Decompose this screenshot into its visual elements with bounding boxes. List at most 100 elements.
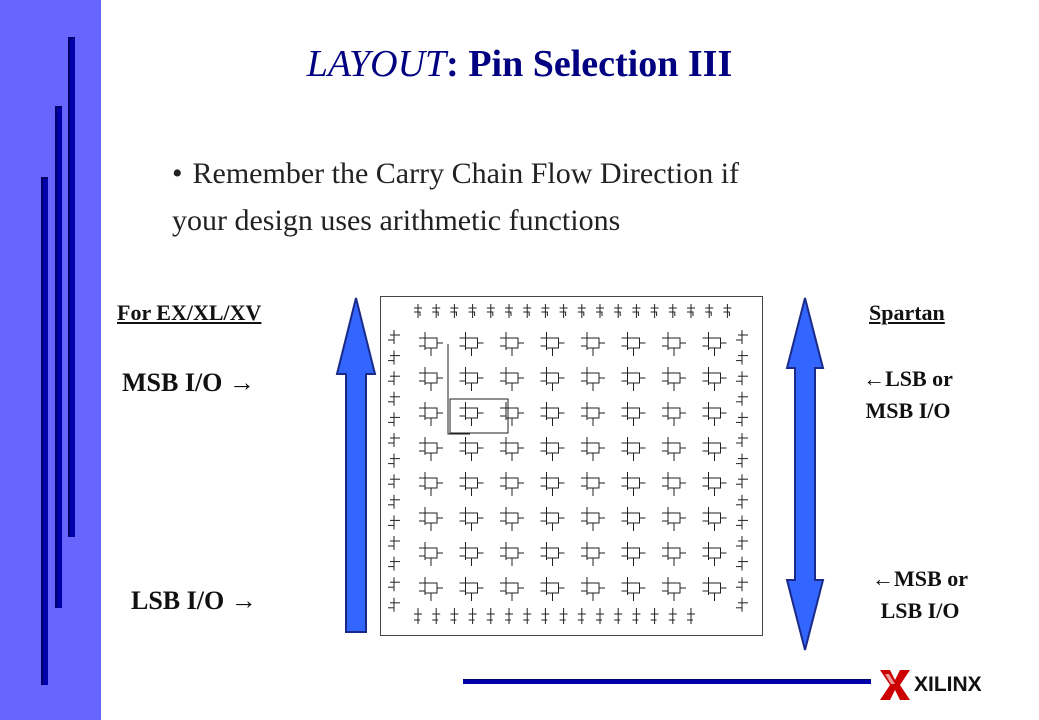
- clb-cell: [500, 402, 524, 426]
- iob-top: [614, 304, 623, 318]
- clb-cell: [419, 472, 443, 496]
- clb-cell: [621, 542, 646, 566]
- carry-chain-box: [449, 398, 509, 434]
- clb-cell: [581, 507, 605, 531]
- clb-cell: [540, 332, 565, 356]
- clb-cell: [540, 367, 565, 391]
- clb-cell: [581, 542, 605, 566]
- bullet-line-1: Remember the Carry Chain Flow Direction …: [192, 157, 740, 190]
- clb-cell: [500, 577, 524, 601]
- clb-cell: [702, 472, 727, 496]
- carry-chain-line: [447, 344, 470, 435]
- iob-left: [388, 350, 400, 365]
- up-arrow-icon: [335, 297, 377, 633]
- decorative-bar: [68, 37, 75, 537]
- clb-cell: [459, 507, 484, 531]
- iob-top: [687, 304, 695, 318]
- iob-left: [388, 597, 400, 612]
- clb-cell: [500, 507, 524, 531]
- iob-right: [736, 597, 748, 612]
- iob-top: [414, 304, 422, 318]
- clb-cell: [621, 437, 646, 461]
- clb-cell: [702, 507, 727, 531]
- clb-cell: [581, 402, 605, 426]
- chip-outline: [380, 296, 763, 636]
- clb-cell: [419, 332, 443, 356]
- bullet-point: • Remember the Carry Chain Flow Direction…: [172, 150, 932, 244]
- iob-right: [736, 494, 748, 509]
- clb-cell: [419, 437, 443, 461]
- iob-left: [388, 371, 400, 386]
- clb-cell: [662, 402, 686, 426]
- iob-top: [577, 304, 586, 318]
- iob-bottom: [486, 608, 495, 624]
- clb-cell: [500, 367, 524, 391]
- iob-bottom: [559, 608, 568, 624]
- left-arrow-icon: ←: [863, 366, 886, 391]
- iob-top: [596, 304, 604, 318]
- clb-cell: [500, 437, 524, 461]
- iob-top: [723, 304, 732, 318]
- clb-cell: [621, 507, 646, 531]
- iob-right: [736, 577, 748, 592]
- clb-cell: [581, 437, 605, 461]
- clb-cell: [459, 472, 484, 496]
- iob-right: [736, 433, 748, 447]
- left-panel-header: For EX/XL/XV: [117, 300, 262, 325]
- clb-cell: [581, 472, 605, 496]
- lsb-io-label-row: LSB I/O →: [131, 586, 257, 616]
- iob-right: [736, 474, 748, 489]
- iob-top: [705, 304, 714, 318]
- title-rest: : Pin Selection III: [446, 43, 733, 85]
- xilinx-logo-text: XILINX: [914, 673, 982, 696]
- right-arrow-icon: →: [230, 586, 257, 615]
- iob-top: [632, 304, 641, 318]
- right-top-line-1: LSB or: [885, 366, 953, 391]
- clb-cell: [662, 507, 686, 531]
- iob-right: [736, 412, 748, 427]
- iob-bottom: [577, 608, 586, 624]
- iob-bottom: [632, 608, 641, 624]
- decorative-bar: [55, 106, 62, 608]
- clb-cell: [581, 332, 605, 356]
- iob-left: [388, 453, 400, 468]
- right-top-line-2: MSB I/O: [865, 398, 951, 423]
- right-bottom-label: ←MSB or LSB I/O: [850, 566, 990, 624]
- iob-left: [388, 577, 400, 592]
- iob-bottom: [668, 608, 677, 624]
- iob-bottom: [614, 608, 623, 624]
- fpga-array-diagram: [380, 296, 763, 636]
- clb-cell: [419, 577, 443, 601]
- right-bottom-line-2: LSB I/O: [880, 598, 960, 623]
- lsb-io-label: LSB I/O: [131, 586, 225, 615]
- iob-bottom: [432, 608, 441, 624]
- iob-left: [388, 556, 400, 571]
- sidebar-band: [0, 0, 101, 720]
- iob-left: [388, 536, 400, 550]
- clb-cell: [581, 577, 605, 601]
- iob-right: [736, 453, 748, 468]
- msb-io-label: MSB I/O: [122, 368, 223, 397]
- iob-top: [559, 304, 568, 318]
- clb-cell: [702, 402, 727, 426]
- clb-cell: [540, 577, 565, 601]
- slide-title: LAYOUT: Pin Selection III: [0, 42, 1039, 86]
- right-arrow-icon: →: [228, 368, 255, 397]
- clb-cell: [621, 577, 646, 601]
- clb-cell: [419, 367, 443, 391]
- iob-top: [668, 304, 677, 318]
- clb-cell: [621, 332, 646, 356]
- iob-right: [736, 556, 748, 571]
- iob-bottom: [505, 608, 513, 624]
- iob-right: [736, 371, 748, 386]
- iob-bottom: [687, 608, 695, 624]
- iob-top: [650, 304, 659, 318]
- iob-left: [388, 330, 400, 344]
- clb-cell: [702, 367, 727, 391]
- msb-io-label-row: MSB I/O →: [122, 368, 255, 398]
- bullet-line-2: your design uses arithmetic functions: [172, 204, 621, 237]
- clb-cell: [540, 542, 565, 566]
- iob-right: [736, 391, 748, 406]
- clb-cell: [662, 367, 686, 391]
- bullet-dot-icon: •: [172, 157, 183, 190]
